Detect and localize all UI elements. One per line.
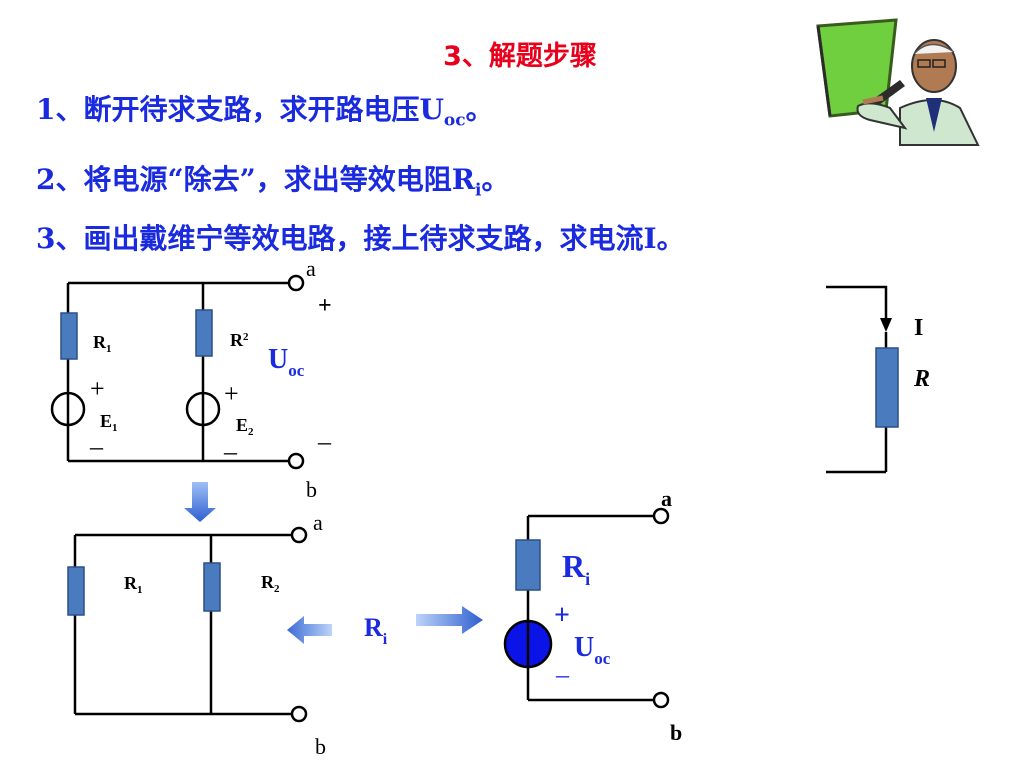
label-ri: Ri bbox=[562, 548, 590, 589]
step-1-text: 1、断开待求支路，求开路电压U bbox=[36, 93, 444, 126]
down-arrow-icon bbox=[184, 482, 216, 522]
resistor-r2 bbox=[195, 309, 213, 357]
label-ri-middle: Ri bbox=[364, 613, 388, 648]
label-r2: R2 bbox=[230, 330, 249, 350]
step-2: 2、将电源“除去”，求出等效电阻Ri。 bbox=[36, 158, 509, 201]
e1-minus: – bbox=[89, 432, 104, 461]
page-title: 3、解题步骤 bbox=[443, 41, 597, 72]
step-2-tail: 。 bbox=[481, 163, 510, 196]
terminal-a2-label: a bbox=[313, 510, 323, 535]
label-current: I bbox=[914, 315, 923, 341]
step-1: 1、断开待求支路，求开路电压Uoc。 bbox=[36, 88, 494, 131]
uoc-minus-eq: – bbox=[555, 660, 570, 689]
terminal-b-label: b bbox=[306, 477, 317, 502]
uoc-plus: + bbox=[318, 293, 332, 319]
label-r2-b: R2 bbox=[261, 572, 280, 595]
step-1-sub: oc bbox=[443, 110, 466, 131]
left-arrow-icon bbox=[287, 616, 332, 644]
label-e2: E2 bbox=[236, 415, 254, 438]
teacher-pointing-at-board-icon bbox=[816, 18, 980, 146]
thevenin-equivalent bbox=[526, 507, 670, 709]
step-3: 3、画出戴维宁等效电路，接上待求支路，求电流I。 bbox=[36, 217, 685, 257]
label-e1: E1 bbox=[100, 411, 118, 434]
step-3-text: 3、画出戴维宁等效电路，接上待求支路，求电流I bbox=[36, 222, 657, 255]
right-arrow-icon bbox=[416, 606, 483, 634]
label-r1: R1 bbox=[93, 332, 112, 355]
resistor-r1 bbox=[60, 312, 78, 360]
uoc-minus: – bbox=[317, 427, 332, 456]
resistor-ri bbox=[515, 539, 541, 591]
step-2-text: 2、将电源“除去”，求出等效电阻R bbox=[36, 163, 475, 196]
uoc-plus-eq: + bbox=[554, 600, 570, 631]
label-uoc-eq: Uoc bbox=[574, 632, 611, 668]
step-2-sub: i bbox=[474, 180, 482, 201]
step-3-tail: 。 bbox=[656, 222, 685, 255]
label-r1-b: R1 bbox=[124, 573, 143, 596]
resistor-r bbox=[875, 347, 899, 428]
resistor-r1-b bbox=[67, 566, 85, 616]
e1-plus: + bbox=[90, 374, 105, 403]
label-uoc: Uoc bbox=[268, 344, 305, 380]
e2-plus: + bbox=[224, 379, 239, 408]
target-branch bbox=[826, 285, 888, 474]
terminal-b3-label: b bbox=[670, 720, 682, 745]
circuit-sources-removed bbox=[73, 526, 308, 723]
circuit-original bbox=[50, 274, 305, 470]
terminal-a bbox=[287, 274, 305, 292]
label-resistor-r: R bbox=[913, 366, 930, 392]
terminal-a3-label: a bbox=[661, 486, 672, 511]
step-1-tail: 。 bbox=[465, 93, 494, 126]
terminal-a-label: a bbox=[306, 256, 316, 281]
terminal-b bbox=[287, 452, 305, 470]
terminal-b2-label: b bbox=[315, 734, 326, 759]
resistor-r2-b bbox=[203, 562, 221, 612]
e2-minus: – bbox=[223, 437, 238, 466]
current-arrow-icon bbox=[880, 318, 892, 332]
